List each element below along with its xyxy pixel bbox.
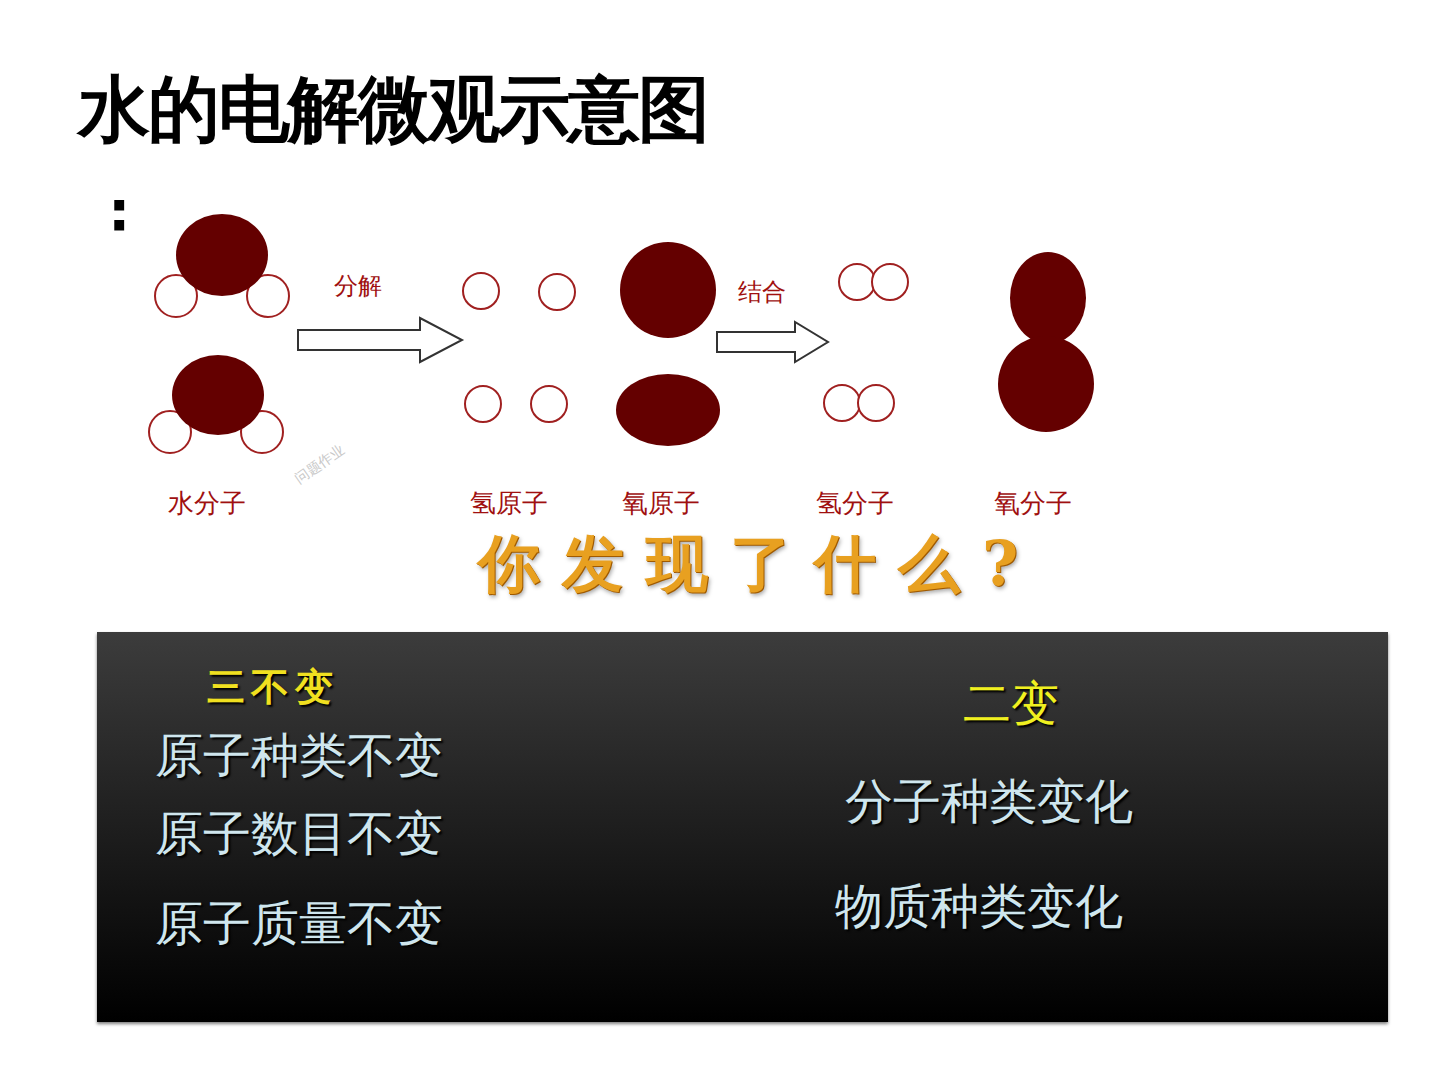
question-banner: 你发现了什么? [478,522,1040,606]
water-molecule [155,214,289,317]
molecule-label: 氧分子 [994,486,1072,521]
atom-label: 氢原子 [470,486,548,521]
summary-panel: 三不变原子种类不变原子数目不变原子质量不变 二变分子种类变化物质种类变化 [97,632,1388,1022]
rule-text: 原子质量不变 [155,892,443,956]
outline-arrow [717,322,828,362]
group-heading: 三不变 [207,662,339,713]
oxygen-molecule [998,252,1094,432]
rule-text: 原子种类不变 [155,724,443,788]
hydrogen-atom [463,273,575,422]
slide-title: 水的电解微观示意图 [78,62,708,158]
molecule-label: 水分子 [168,486,246,521]
molecule-label: 氢分子 [816,486,894,521]
rule-text: 物质种类变化 [835,875,1123,939]
group-heading: 二变 [963,672,1059,736]
arrow-label: 分解 [334,270,382,302]
hydrogen-molecule [824,264,908,421]
watermark: 问题作业 [292,442,348,489]
rule-text: 分子种类变化 [845,770,1133,834]
atom-label: 氧原子 [622,486,700,521]
oxygen-atom [616,242,720,446]
arrow-label: 结合 [738,276,786,308]
bullet-mark: : [108,178,130,243]
outline-arrow [298,318,462,362]
water-molecule [149,355,283,453]
rule-text: 原子数目不变 [155,802,443,866]
